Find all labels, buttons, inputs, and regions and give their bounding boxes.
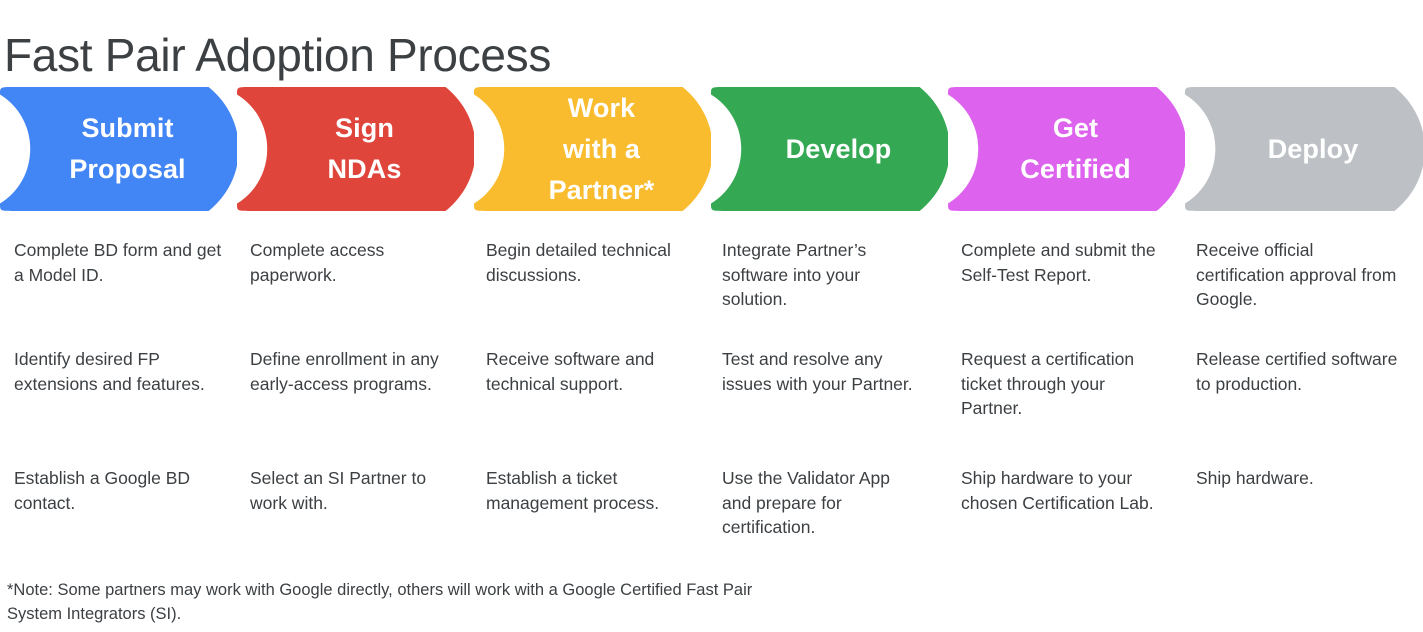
stage-label-deploy: Deploy [1267, 133, 1359, 164]
detail-item-work-with-a-partner: Establish a ticket management process. [486, 468, 660, 513]
stage-label-get-certified: Get Certified [1020, 113, 1131, 184]
process-stage-work-with-a-partner[interactable]: Work with a Partner* [474, 87, 711, 211]
stage-chevron-shape [948, 87, 1185, 211]
detail-item-submit-proposal: Complete BD form and get a Model ID. [14, 240, 222, 285]
detail-item-submit-proposal: Identify desired FP extensions and featu… [14, 349, 205, 394]
detail-item-work-with-a-partner: Receive software and technical support. [486, 349, 655, 394]
stage-chevron-shape [237, 87, 474, 211]
stage-chevron-shape [711, 87, 948, 211]
process-stage-band: Submit Proposal Sign NDAs Work with a Part… [0, 87, 1423, 211]
page-title: Fast Pair Adoption Process [4, 28, 552, 81]
stage-chevron-shape [1185, 87, 1423, 211]
detail-row: Establish a Google BD contact. Select an … [0, 466, 1423, 566]
stage-chevron-shape [0, 87, 237, 211]
detail-item-deploy: Receive official certification approval … [1196, 240, 1397, 310]
stage-label-work-with-a-partner: Work with a Partner* [548, 92, 655, 205]
stage-label-develop: Develop [785, 133, 892, 164]
detail-item-submit-proposal: Establish a Google BD contact. [14, 468, 191, 513]
process-stage-sign-ndas[interactable]: Sign NDAs [237, 87, 474, 211]
detail-row: Complete BD form and get a Model ID. Comp… [0, 238, 1423, 338]
detail-item-get-certified: Request a certification ticket through y… [961, 349, 1135, 419]
detail-row: Identify desired FP extensions and featu… [0, 347, 1423, 447]
stage-label-submit-proposal: Submit Proposal [69, 113, 186, 184]
detail-item-sign-ndas: Define enrollment in any early-access pr… [250, 349, 439, 394]
detail-item-deploy: Ship hardware. [1196, 468, 1314, 488]
detail-item-develop: Integrate Partner’s software into your s… [722, 240, 867, 310]
detail-item-sign-ndas: Complete access paperwork. [250, 240, 385, 285]
detail-item-deploy: Release certified software to production… [1196, 349, 1398, 394]
process-stage-deploy[interactable]: Deploy [1185, 87, 1423, 211]
footnote-text: *Note: Some partners may work with Googl… [7, 581, 753, 623]
detail-item-work-with-a-partner: Begin detailed technical discussions. [486, 240, 671, 285]
detail-item-get-certified: Complete and submit the Self-Test Report… [961, 240, 1156, 285]
stage-chevron-shape [474, 87, 711, 211]
detail-item-sign-ndas: Select an SI Partner to work with. [250, 468, 427, 513]
process-stage-develop[interactable]: Develop [711, 87, 948, 211]
detail-item-get-certified: Ship hardware to your chosen Certificati… [961, 468, 1154, 513]
process-stage-submit-proposal[interactable]: Submit Proposal [0, 87, 237, 211]
stage-label-sign-ndas: Sign NDAs [327, 113, 402, 184]
detail-item-develop: Use the Validator App and prepare for ce… [722, 468, 890, 538]
detail-item-develop: Test and resolve any issues with your Pa… [722, 349, 913, 394]
process-stage-get-certified[interactable]: Get Certified [948, 87, 1185, 211]
